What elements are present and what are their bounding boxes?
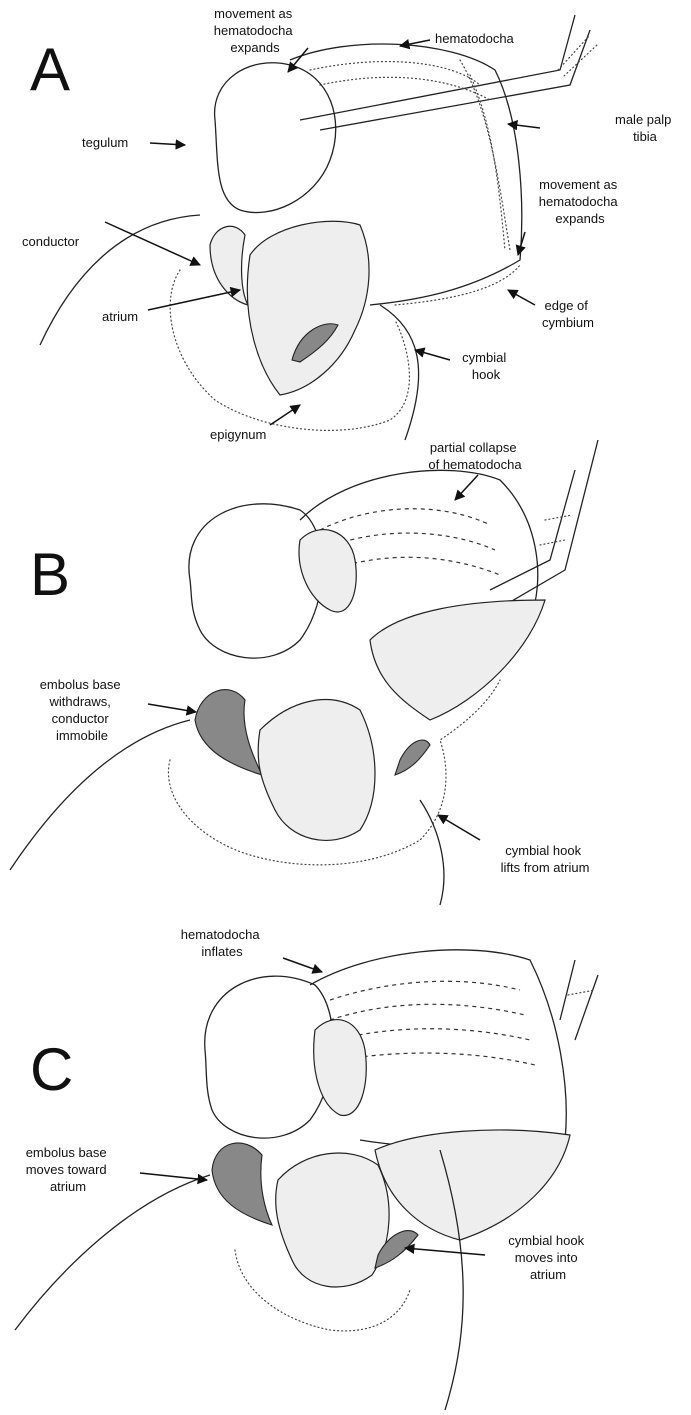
panel-c-embolus (276, 1153, 389, 1287)
panel-b-tegulum-lobe (299, 530, 356, 612)
label-hematodocha: hematodocha (435, 31, 515, 46)
label-atrium: atrium (102, 309, 138, 324)
panel-c-conductor (212, 1143, 272, 1225)
label-epigynum: epigynum (210, 427, 266, 442)
panel-a-letter: A (30, 36, 70, 103)
panel-c-cymbium (375, 1130, 570, 1240)
label-conductor: conductor (22, 234, 80, 249)
panel-a-tegulum (215, 63, 336, 213)
panel-b-letter: B (30, 541, 70, 608)
label-embolus-moves: embolus base moves toward atrium (26, 1145, 111, 1194)
panel-c-letter: C (30, 1036, 73, 1103)
panel-c-tibia (560, 960, 598, 1040)
panel-c: C hematodocha inflates embolus base move… (15, 927, 598, 1410)
panel-b: B partial collapse of hematodocha embolu… (10, 440, 598, 905)
label-tegulum: tegulum (82, 135, 128, 150)
label-embolus-withdraws: embolus base withdraws, conductor immobi… (40, 677, 125, 743)
label-edge-of-cymbium: edge of cymbium (542, 298, 594, 330)
label-movement-top: movement as hematodocha expands (214, 6, 296, 55)
panel-b-conductor (195, 690, 262, 775)
panel-a-conductor (210, 226, 248, 305)
panel-a: A movement as h (22, 6, 675, 442)
label-male-palp-tibia: male palp tibia (615, 112, 675, 144)
label-cymbial-hook-moves: cymbial hook moves into atrium (508, 1233, 588, 1282)
panel-a-embolus (247, 221, 369, 395)
panel-b-cymbial-hook (395, 740, 430, 775)
label-movement-right: movement as hematodocha expands (539, 177, 621, 226)
label-hematodocha-inflates: hematodocha inflates (181, 927, 263, 959)
label-cymbial-hook: cymbial hook (462, 350, 510, 382)
panel-b-cymbium (370, 600, 545, 720)
panel-b-tegulum (189, 504, 323, 658)
panel-b-embolus (258, 700, 375, 841)
label-cymbial-hook-lifts: cymbial hook lifts from atrium (501, 843, 590, 875)
label-partial-collapse: partial collapse of hematodocha (428, 440, 522, 472)
